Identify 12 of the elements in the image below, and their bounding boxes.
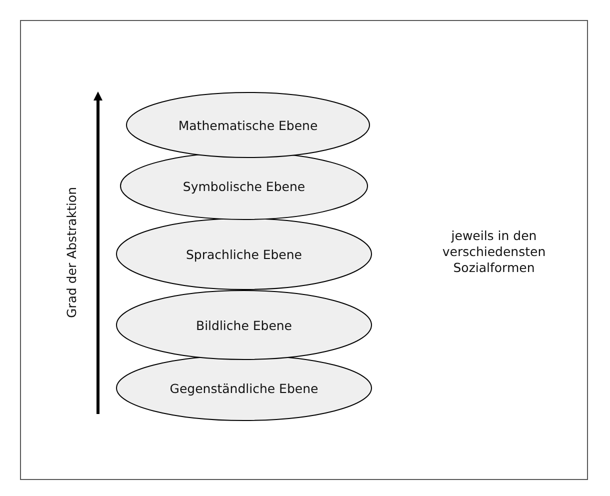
note-text: jeweils in den verschiedensten Sozialformen bbox=[441, 228, 547, 276]
level-label: Mathematische Ebene bbox=[178, 118, 318, 132]
axis-label: Grad der Abstraktion bbox=[64, 186, 79, 318]
level-label: Symbolische Ebene bbox=[182, 178, 306, 194]
level-label: Gegenständliche Ebene bbox=[170, 380, 318, 396]
level-label: Bildliche Ebene bbox=[196, 318, 292, 332]
level-ellipse bbox=[116, 355, 372, 421]
level-ellipse bbox=[116, 218, 372, 290]
level-ellipse bbox=[120, 152, 368, 220]
level-label: Sprachliche Ebene bbox=[186, 246, 302, 262]
level-ellipse bbox=[116, 290, 372, 360]
level-ellipse bbox=[126, 92, 370, 158]
